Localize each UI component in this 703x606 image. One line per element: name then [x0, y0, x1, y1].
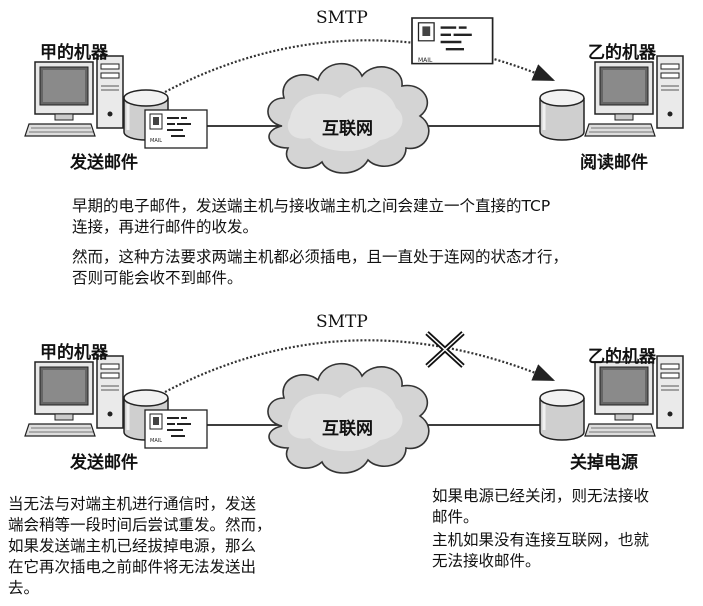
receiver-action-label: 关掉电源	[570, 453, 638, 473]
receiver-action-label: 阅读邮件	[580, 153, 648, 173]
protocol-label: SMTP	[316, 8, 368, 28]
receiver-machine-label: 乙的机器	[588, 43, 656, 63]
cloud-label: 互联网	[322, 119, 373, 139]
bottom-right-note-1: 如果电源已经关闭，则无法接收 邮件。	[432, 487, 650, 526]
sender-action-label: 发送邮件	[70, 453, 138, 473]
smtp-arrow	[164, 339, 556, 393]
bottom-right-note-2: 主机如果没有连接互联网，也就 无法接收邮件。	[432, 531, 650, 570]
computer-icon	[24, 355, 124, 437]
top-note-1: 早期的电子邮件，发送端主机与接收端主机之间会建立一个直接的TCP 连接，再进行邮…	[72, 197, 551, 236]
computer-icon	[24, 55, 124, 137]
top-note-2: 然而，这种方法要求两端主机都必须插电，且一直处于连网的状态才行， 否则可能会收不…	[72, 248, 569, 287]
computer-icon	[584, 355, 684, 437]
top-scene	[24, 16, 684, 174]
sender-machine-label: 甲的机器	[40, 343, 108, 363]
bottom-left-note: 当无法与对端主机进行通信时，发送 端会稍等一段时间后尝试重发。然而， 如果发送端…	[8, 495, 272, 597]
smtp-arrow	[164, 39, 556, 93]
cloud-label: 互联网	[322, 419, 373, 439]
envelope-tag: MAIL	[150, 138, 162, 144]
mail-server-icon	[538, 88, 586, 142]
sender-action-label: 发送邮件	[70, 153, 138, 173]
blocked-x-icon	[425, 331, 465, 368]
bottom-scene	[24, 331, 684, 474]
protocol-label: SMTP	[316, 312, 368, 332]
computer-icon	[584, 55, 684, 137]
envelope-tag: MAIL	[150, 438, 162, 444]
envelope-tag: MAIL	[418, 57, 433, 64]
sender-machine-label: 甲的机器	[40, 43, 108, 63]
receiver-machine-label: 乙的机器	[588, 347, 656, 367]
mail-server-icon	[538, 388, 586, 442]
